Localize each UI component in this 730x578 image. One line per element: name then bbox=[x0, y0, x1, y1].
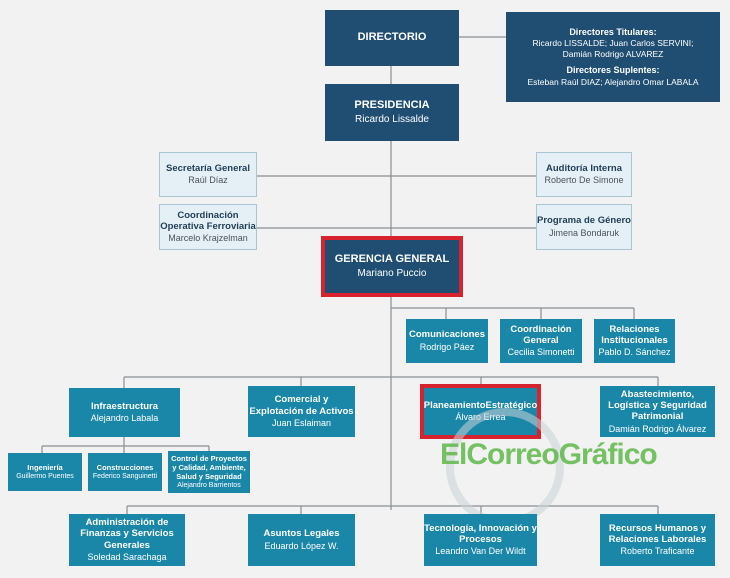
ingenieria-name: Guillermo Puentes bbox=[16, 472, 74, 480]
directorio-title: DIRECTORIO bbox=[357, 31, 427, 44]
planeamiento-title: PlaneamientoEstratégico bbox=[423, 399, 538, 411]
rrhh-name: Roberto Traficante bbox=[620, 546, 695, 557]
control-title: Control de Proyectos y Calidad, Ambiente… bbox=[171, 453, 247, 481]
relaciones-inst-title: Relaciones Institucionales bbox=[601, 323, 668, 347]
suplentes-line: Esteban Raúl DIAZ; Alejandro Omar LABALA bbox=[527, 76, 699, 87]
secretaria-name: Raúl Díaz bbox=[188, 175, 228, 186]
administracion-box: Administración de Finanzas y Servicios G… bbox=[69, 514, 185, 566]
administracion-title: Administración de Finanzas y Servicios G… bbox=[80, 517, 174, 551]
coordinacion-general-box: Coordinación General Cecilia Simonetti bbox=[500, 319, 582, 363]
coordinacion-operativa-box: Coordinación Operativa Ferroviaria Marce… bbox=[159, 204, 257, 250]
comunicaciones-box: Comunicaciones Rodrigo Páez bbox=[406, 319, 488, 363]
comercial-title: Comercial y Explotación de Activos bbox=[249, 394, 354, 417]
presidencia-name: Ricardo Lissalde bbox=[355, 114, 429, 126]
tecnologia-box: Tecnología, Innovación y Procesos Leandr… bbox=[424, 514, 537, 566]
tecnologia-name: Leandro Van Der Wildt bbox=[435, 546, 526, 557]
coordinacion-operativa-name: Marcelo Krajzelman bbox=[168, 233, 248, 244]
gerencia-general-box: GERENCIA GENERAL Mariano Puccio bbox=[321, 236, 463, 297]
legales-title: Asuntos Legales bbox=[263, 528, 340, 540]
directores-info-box: Directores Titulares: Ricardo LISSALDE; … bbox=[506, 12, 720, 102]
control-name: Alejandro Barrientos bbox=[177, 481, 241, 489]
legales-name: Eduardo López W. bbox=[264, 540, 339, 551]
comercial-box: Comercial y Explotación de Activos Juan … bbox=[248, 386, 355, 437]
relaciones-inst-name: Pablo D. Sánchez bbox=[598, 347, 671, 358]
secretaria-general-box: Secretaría General Raúl Díaz bbox=[159, 152, 257, 197]
administracion-name: Soledad Sarachaga bbox=[87, 552, 167, 563]
comunicaciones-title: Comunicaciones bbox=[408, 329, 486, 341]
coordinacion-operativa-title: Coordinación Operativa Ferroviaria bbox=[160, 209, 256, 233]
control-proyectos-box: Control de Proyectos y Calidad, Ambiente… bbox=[168, 451, 250, 493]
coordinacion-general-name: Cecilia Simonetti bbox=[507, 347, 575, 358]
gerencia-title: GERENCIA GENERAL bbox=[334, 252, 450, 265]
infraestructura-name: Alejandro Labala bbox=[90, 413, 159, 424]
construcciones-name: Federico Sanguinetti bbox=[92, 472, 158, 480]
genero-title: Programa de Género bbox=[537, 215, 631, 227]
abastecimiento-title: Abastecimiento, Logística y Seguridad Pa… bbox=[608, 388, 707, 423]
recursos-humanos-box: Recursos Humanos y Relaciones Laborales … bbox=[600, 514, 715, 566]
infraestructura-title: Infraestructura bbox=[90, 400, 159, 412]
construcciones-title: Construcciones bbox=[96, 462, 154, 472]
ingenieria-box: Ingeniería Guillermo Puentes bbox=[8, 453, 82, 491]
coordinacion-general-title: Coordinación General bbox=[510, 323, 572, 347]
abastecimiento-name: Damián Rodrigo Álvarez bbox=[608, 423, 707, 434]
gerencia-name: Mariano Puccio bbox=[357, 268, 427, 280]
comunicaciones-name: Rodrigo Páez bbox=[419, 341, 475, 352]
directorio-box: DIRECTORIO bbox=[325, 10, 459, 66]
suplentes-heading: Directores Suplentes: bbox=[566, 65, 660, 76]
auditoria-title: Auditoría Interna bbox=[545, 162, 622, 174]
programa-genero-box: Programa de Género Jimena Bondaruk bbox=[536, 204, 632, 250]
ingenieria-title: Ingeniería bbox=[27, 462, 63, 472]
presidencia-box: PRESIDENCIA Ricardo Lissalde bbox=[325, 84, 459, 141]
genero-name: Jimena Bondaruk bbox=[548, 227, 620, 238]
comercial-name: Juan Eslaiman bbox=[271, 417, 332, 428]
secretaria-title: Secretaría General bbox=[166, 162, 250, 174]
asuntos-legales-box: Asuntos Legales Eduardo López W. bbox=[248, 514, 355, 566]
infraestructura-box: Infraestructura Alejandro Labala bbox=[69, 388, 180, 437]
rrhh-title: Recursos Humanos y Relaciones Laborales bbox=[608, 522, 707, 546]
watermark-logo: ElCorreoGráfico bbox=[440, 438, 658, 471]
titulares-heading: Directores Titulares: bbox=[569, 26, 657, 37]
titulares-line-1: Ricardo LISSALDE; Juan Carlos SERVINI; bbox=[532, 38, 694, 49]
abastecimiento-box: Abastecimiento, Logística y Seguridad Pa… bbox=[600, 386, 715, 437]
auditoria-interna-box: Auditoría Interna Roberto De Simone bbox=[536, 152, 632, 197]
tecnologia-title: Tecnología, Innovación y Procesos bbox=[424, 522, 537, 546]
auditoria-name: Roberto De Simone bbox=[544, 175, 624, 186]
construcciones-box: Construcciones Federico Sanguinetti bbox=[88, 453, 162, 491]
titulares-line-2: Damián Rodrigo ALVAREZ bbox=[562, 48, 664, 59]
relaciones-institucionales-box: Relaciones Institucionales Pablo D. Sánc… bbox=[594, 319, 675, 363]
presidencia-title: PRESIDENCIA bbox=[354, 98, 430, 111]
